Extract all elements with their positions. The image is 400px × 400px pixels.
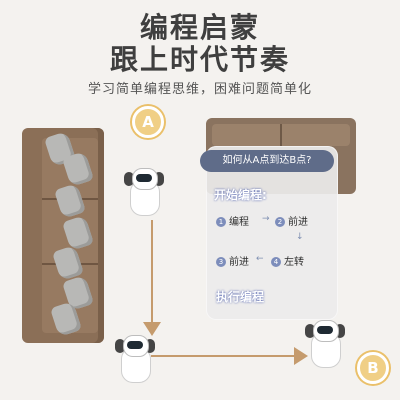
step-2-text: 前进 [288,217,308,228]
sofa-divider [280,124,282,146]
arrow-down-icon [143,322,161,336]
step-3-number: 3 [216,257,226,267]
point-b-badge: B [357,352,389,384]
title-line-2: 跟上时代节奏 [109,43,290,76]
path-segment-down [151,220,153,328]
step-3-text: 前进 [229,257,249,268]
robot-ear [145,339,155,353]
robot-ear [124,172,134,186]
robot-ear [335,324,345,338]
left-sofa [22,128,104,343]
robot-ear [305,324,315,338]
robot-visor [136,174,152,182]
arrow-right-icon: → [262,214,270,224]
robot-dog-start [124,168,164,216]
step-1-text: 编程 [229,217,249,228]
question-pill: 如何从A点到达B点? [200,150,334,172]
step-2-number: 2 [275,217,285,227]
step-1-number: 1 [216,217,226,227]
arrow-left-icon: ← [256,254,264,264]
step-4-text: 左转 [284,257,304,268]
start-coding-label: 开始编程: [214,188,267,202]
step-4-number: 4 [271,257,281,267]
path-segment-right [151,355,299,357]
title-line-1: 编程启蒙 [139,11,260,44]
arrow-down-icon: ↓ [296,232,304,242]
arrow-right-icon [294,347,308,365]
robot-dog-end [305,320,345,368]
robot-visor [127,341,143,349]
coding-panel [206,146,338,320]
subtitle: 学习简单编程思维，困难问题简单化 [87,82,312,97]
robot-dog-turn [115,335,155,383]
robot-ear [154,172,164,186]
point-a-badge: A [132,106,164,138]
execute-coding-label: 执行编程 [216,290,265,304]
robot-visor [317,326,333,334]
robot-ear [115,339,125,353]
